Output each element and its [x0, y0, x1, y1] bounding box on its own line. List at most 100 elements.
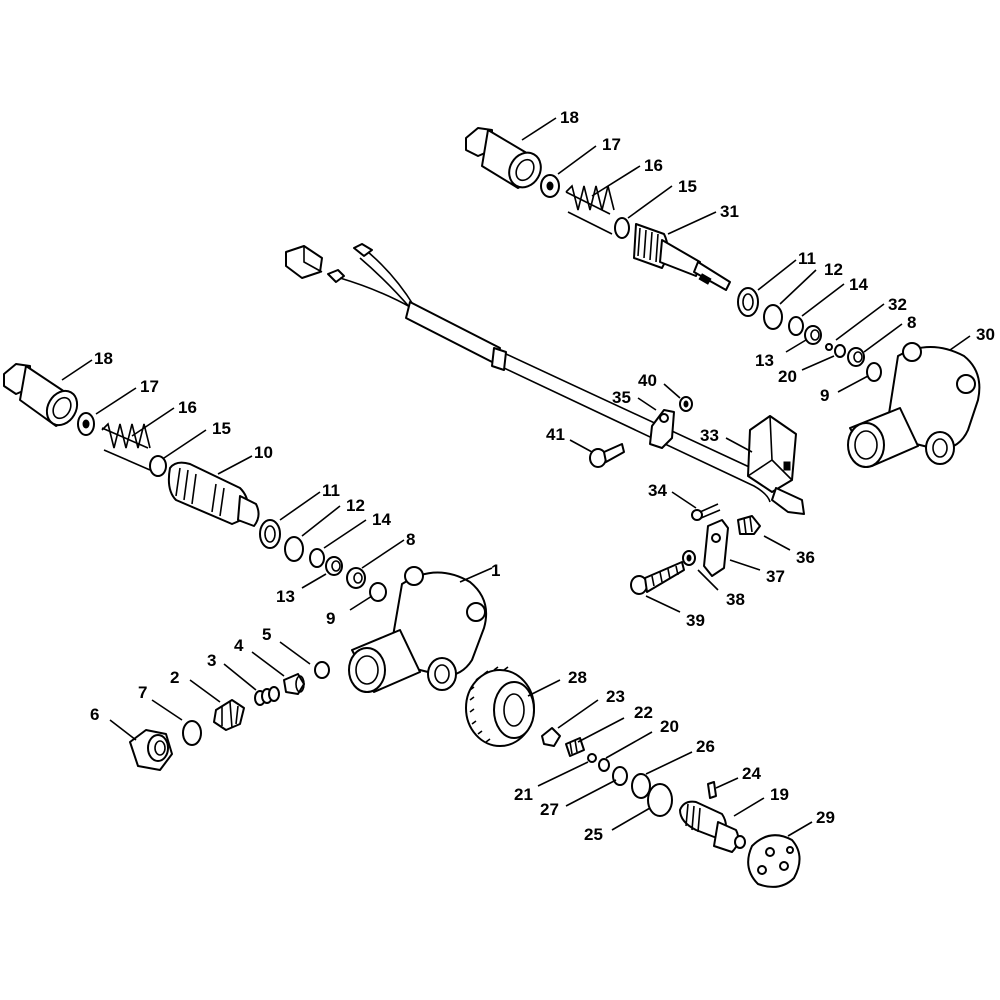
callout-21: 21 — [514, 785, 533, 804]
cable-clip-part-35 — [649, 409, 675, 449]
callout-26: 26 — [696, 737, 715, 756]
spring-part-16-upper — [565, 184, 615, 235]
wire-harness — [339, 251, 781, 503]
callout-13-lower: 13 — [276, 587, 295, 606]
nut-part-8-upper — [847, 347, 865, 367]
callout-22: 22 — [634, 703, 653, 722]
callout-36: 36 — [796, 548, 815, 567]
washer-part-17-lower — [77, 412, 95, 436]
callout-11-upper: 11 — [798, 249, 816, 268]
callout-2: 2 — [170, 668, 179, 687]
oring-part-25 — [647, 783, 673, 817]
callout-17-upper: 17 — [602, 135, 621, 154]
oring-part-14-upper — [788, 316, 804, 336]
callout-15-upper: 15 — [678, 177, 697, 196]
seat-part-20-upper — [834, 344, 846, 358]
callout-17-lower: 17 — [140, 377, 159, 396]
callout-9-upper: 9 — [820, 386, 829, 405]
callout-20-upper: 20 — [778, 367, 797, 386]
ring-part-15-lower — [149, 455, 167, 477]
callout-27: 27 — [540, 800, 559, 819]
callout-28: 28 — [568, 668, 587, 687]
oring-part-9-upper — [866, 362, 882, 382]
connector-plug — [285, 243, 373, 283]
cap-part-18-lower — [3, 363, 79, 427]
callout-10: 10 — [254, 443, 273, 462]
callout-6: 6 — [90, 705, 99, 724]
plug-part-4 — [283, 673, 305, 695]
callout-32: 32 — [888, 295, 907, 314]
bracket-part-37 — [703, 519, 729, 577]
oring-part-12-upper — [763, 304, 783, 330]
nut-part-13-upper — [804, 325, 822, 345]
callout-39: 39 — [686, 611, 705, 630]
cap-part-29 — [747, 834, 801, 888]
callout-24: 24 — [742, 764, 761, 783]
screw-part-41 — [589, 443, 625, 468]
callout-33: 33 — [700, 426, 719, 445]
callout-5: 5 — [262, 625, 271, 644]
screw-part-34 — [691, 503, 721, 521]
callout-18-lower: 18 — [94, 349, 113, 368]
washer-part-40 — [679, 396, 693, 412]
callout-38: 38 — [726, 590, 745, 609]
callout-12-lower: 12 — [346, 496, 365, 515]
callout-25: 25 — [584, 825, 603, 844]
ball-part-32 — [825, 343, 833, 351]
part-23 — [541, 727, 561, 747]
fitting-part-36 — [737, 515, 761, 535]
callout-8-upper: 8 — [907, 313, 916, 332]
pump-housing-part-30 — [847, 342, 981, 468]
plunger-part-19 — [679, 800, 746, 853]
cap-part-18-upper — [465, 127, 542, 189]
ball-part-21 — [587, 753, 597, 763]
callout-leaders — [61, 117, 971, 837]
bolt-part-39 — [630, 561, 685, 595]
oring-part-27 — [612, 766, 628, 786]
gear-part-28 — [465, 666, 535, 747]
callout-35: 35 — [612, 388, 631, 407]
oring-part-5 — [314, 661, 330, 679]
spring-part-16-lower — [101, 422, 151, 471]
callout-12-upper: 12 — [824, 260, 843, 279]
callout-16-lower: 16 — [178, 398, 197, 417]
washer-part-38 — [682, 550, 696, 566]
callout-29: 29 — [816, 808, 835, 827]
callout-37: 37 — [766, 567, 785, 586]
spring-part-3 — [254, 686, 280, 706]
callout-16-upper: 16 — [644, 156, 663, 175]
callout-14-upper: 14 — [849, 275, 868, 294]
callout-19: 19 — [770, 785, 789, 804]
oring-part-9-lower — [369, 582, 387, 602]
callout-labels: 1 2 3 4 5 6 7 8 8 9 9 10 11 11 12 12 13 … — [90, 108, 995, 844]
callout-13-upper: 13 — [755, 351, 774, 370]
washer-part-17-upper — [540, 174, 560, 198]
oring-part-12-lower — [284, 536, 304, 562]
washer-part-11-lower — [259, 519, 281, 549]
callout-14-lower: 14 — [372, 510, 391, 529]
pump-housing-part-1 — [348, 566, 488, 693]
callout-18-upper: 18 — [560, 108, 579, 127]
callout-3: 3 — [207, 651, 216, 670]
oring-part-7 — [182, 720, 202, 746]
pin-part-24 — [707, 781, 717, 799]
callout-7: 7 — [138, 683, 147, 702]
callout-40: 40 — [638, 371, 657, 390]
callout-20-lower: 20 — [660, 717, 679, 736]
spring-part-22 — [565, 737, 585, 757]
callout-8-lower: 8 — [406, 530, 415, 549]
hex-nut-part-6 — [129, 729, 173, 771]
valve-part-2 — [213, 699, 245, 731]
callout-4: 4 — [234, 636, 244, 655]
callout-34: 34 — [648, 481, 667, 500]
callout-11-lower: 11 — [322, 481, 340, 500]
seat-part-20-lower — [598, 758, 610, 772]
callout-15-lower: 15 — [212, 419, 231, 438]
valve-body-part-10 — [167, 461, 260, 527]
callout-23: 23 — [606, 687, 625, 706]
oring-part-26 — [631, 773, 651, 799]
callout-41: 41 — [546, 425, 565, 444]
washer-part-11-upper — [737, 287, 759, 317]
callout-31: 31 — [720, 202, 739, 221]
